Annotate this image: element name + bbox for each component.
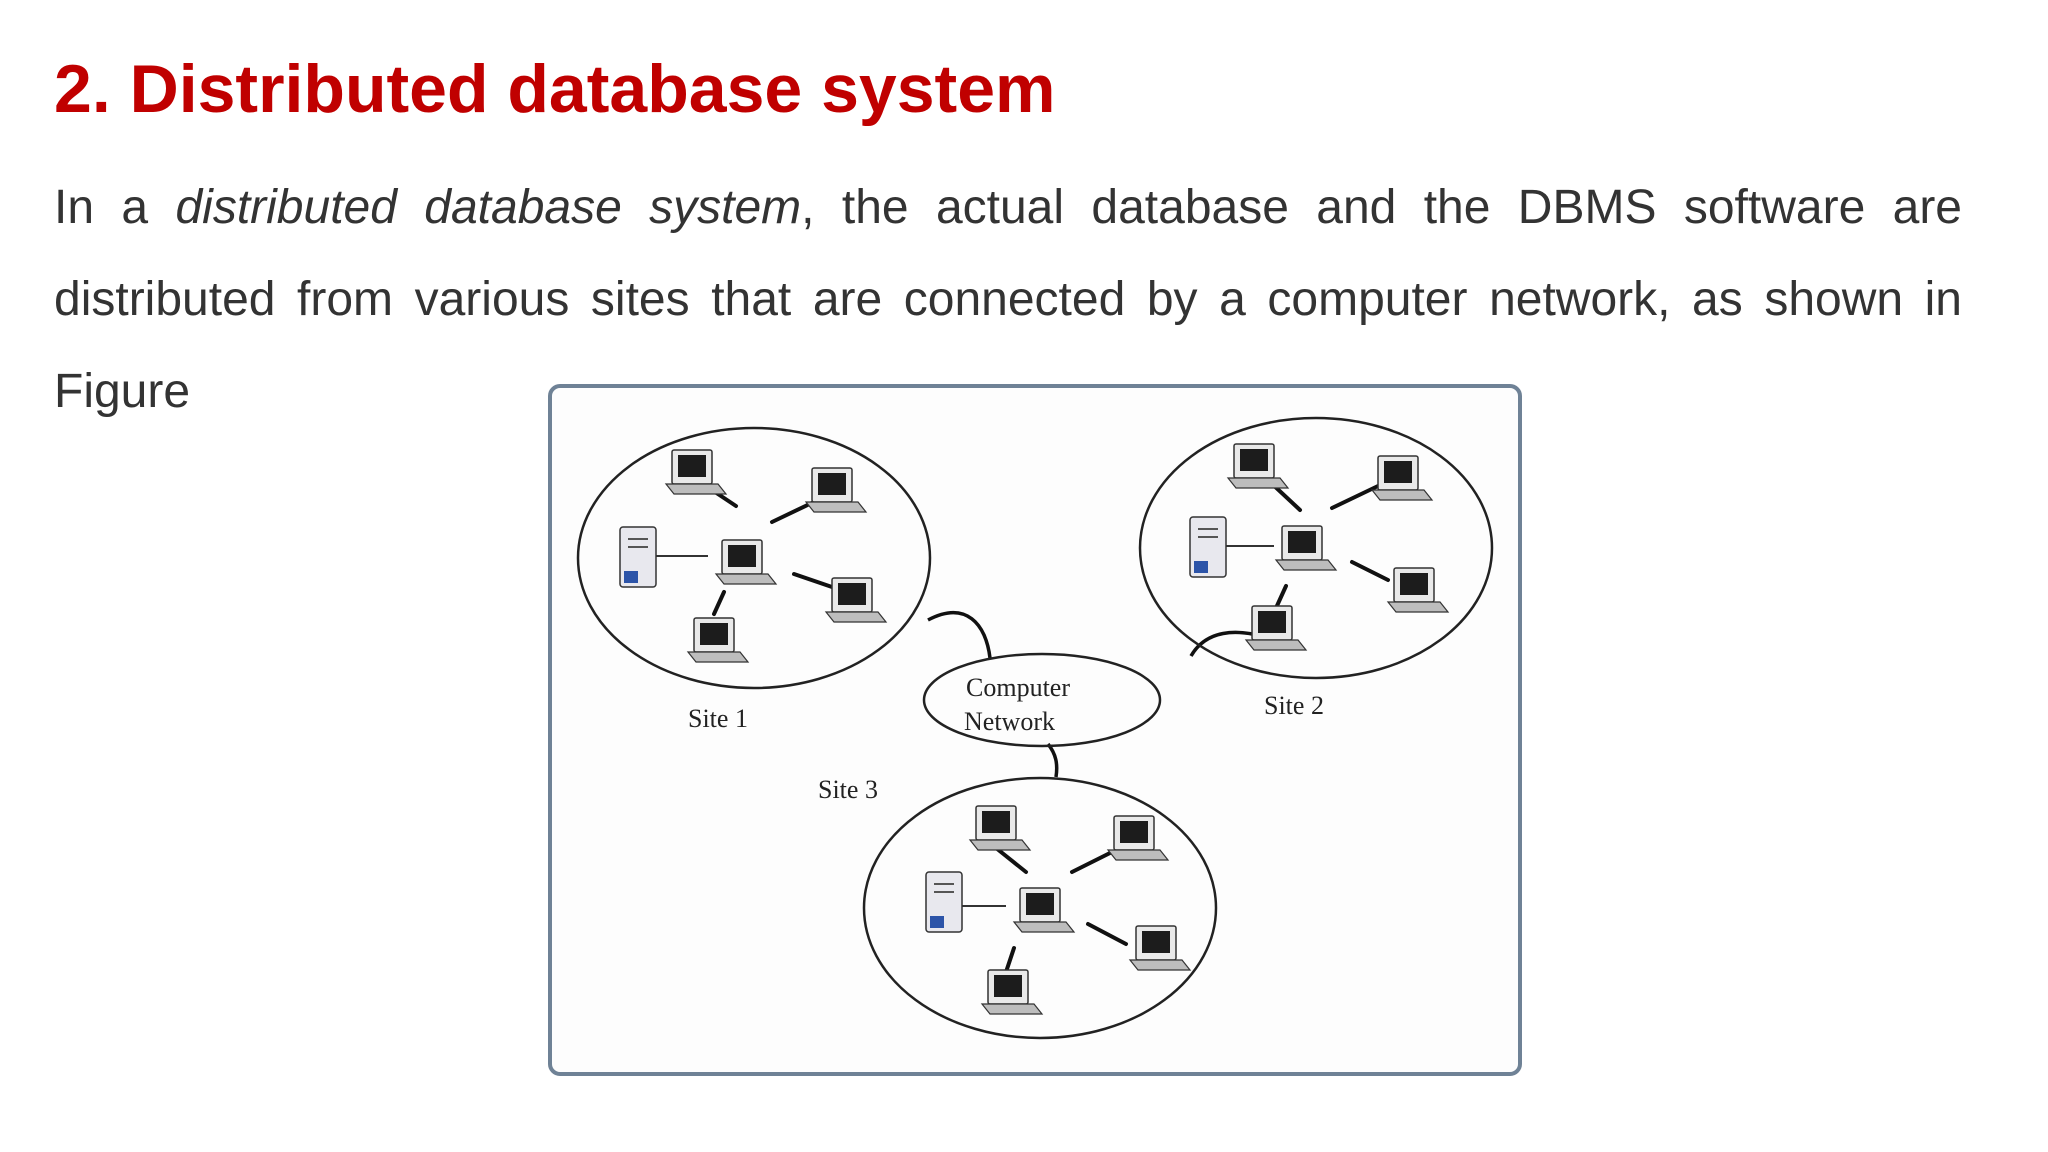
body-paragraph: In a distributed database system, the ac…	[54, 162, 1962, 438]
paragraph-lead: In a	[54, 181, 176, 234]
figure-border	[548, 384, 1522, 1076]
site-2-ellipse	[1138, 416, 1494, 680]
site-1: Site 1	[576, 426, 932, 733]
slide-title: 2. Distributed database system	[54, 51, 1056, 127]
site-2-label: Site 2	[1264, 691, 1324, 720]
site-1-label: Site 1	[688, 704, 748, 733]
site-3: Site 3	[818, 775, 1218, 1040]
site-3-ellipse	[862, 776, 1218, 1040]
site-1-ellipse	[576, 426, 932, 690]
paragraph-rest: , the actual database and the DBMS softw…	[54, 181, 1962, 418]
site-1-server-icon	[619, 526, 657, 588]
computer-network-ellipse	[922, 652, 1162, 748]
network-label-line1: Computer	[966, 673, 1070, 702]
network-label-line2: Network	[964, 707, 1055, 736]
paragraph-emphasis: distributed database system	[175, 181, 802, 234]
site-3-server-icon	[925, 871, 963, 933]
site-2-server-icon	[1189, 516, 1227, 578]
link-site1-network	[927, 611, 992, 659]
distributed-database-figure: Computer Network Site 1	[546, 382, 1524, 1078]
site-2: Site 2	[1138, 416, 1494, 720]
site-3-label: Site 3	[818, 775, 878, 804]
